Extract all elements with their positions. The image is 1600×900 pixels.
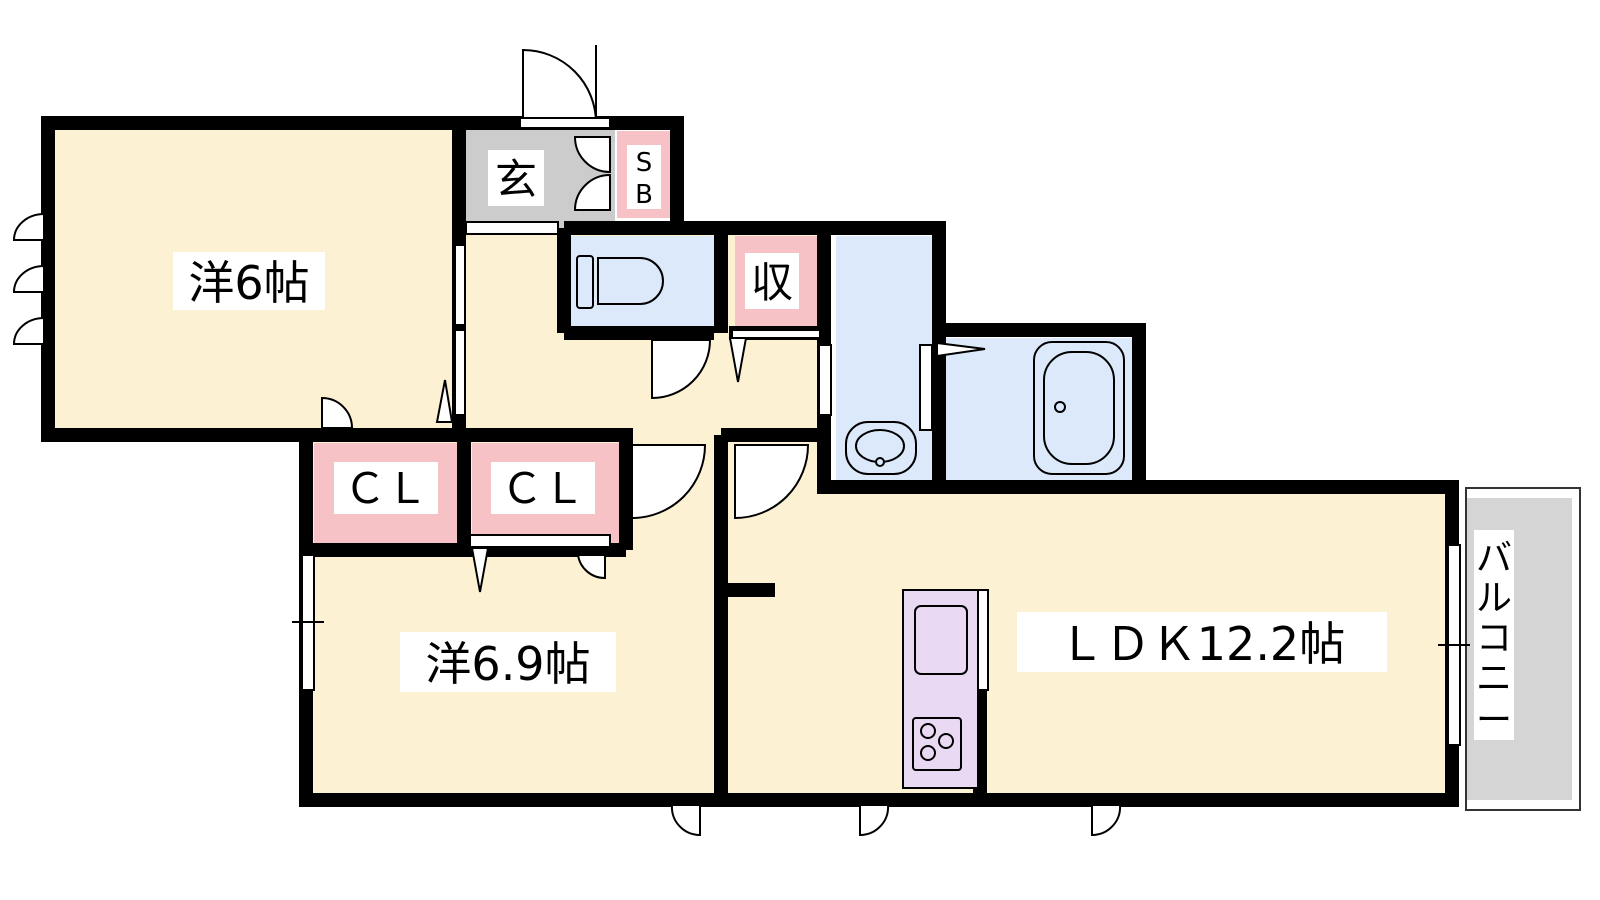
shoe-box-label-s: S: [636, 148, 653, 178]
entrance-fittings: [465, 117, 821, 548]
shoe-box-label-b: B: [635, 180, 653, 210]
balcony-char: ニ: [1476, 658, 1512, 699]
kitchen-counter: [902, 589, 989, 789]
western-room-6-label: 洋6帖: [188, 256, 309, 310]
bathtub: [1033, 341, 1125, 475]
western-room-6-9-label: 洋6.9帖: [425, 637, 590, 691]
washbasin: [845, 421, 917, 475]
doors: [12, 45, 1122, 837]
balcony-label: バ ル コ ニ ー: [1476, 538, 1512, 741]
closet-1-label: ＣＬ: [344, 464, 428, 513]
balcony-char: バ: [1476, 538, 1512, 579]
storage-label: 収: [751, 258, 793, 307]
closet-2-label: ＣＬ: [501, 464, 585, 513]
balcony-rail: [1465, 487, 1581, 811]
ldk-label: ＬＤＫ12.2帖: [1059, 617, 1345, 671]
balcony-char: コ: [1476, 618, 1512, 659]
label-backgrounds: [173, 145, 1514, 740]
sliding-door-markers: [435, 337, 986, 593]
window-crossbars: [292, 621, 1470, 646]
balcony-char: ル: [1476, 578, 1512, 619]
toilet-fixture: [576, 255, 664, 309]
entrance-label: 玄: [495, 155, 537, 204]
balcony-char: ー: [1476, 700, 1512, 741]
